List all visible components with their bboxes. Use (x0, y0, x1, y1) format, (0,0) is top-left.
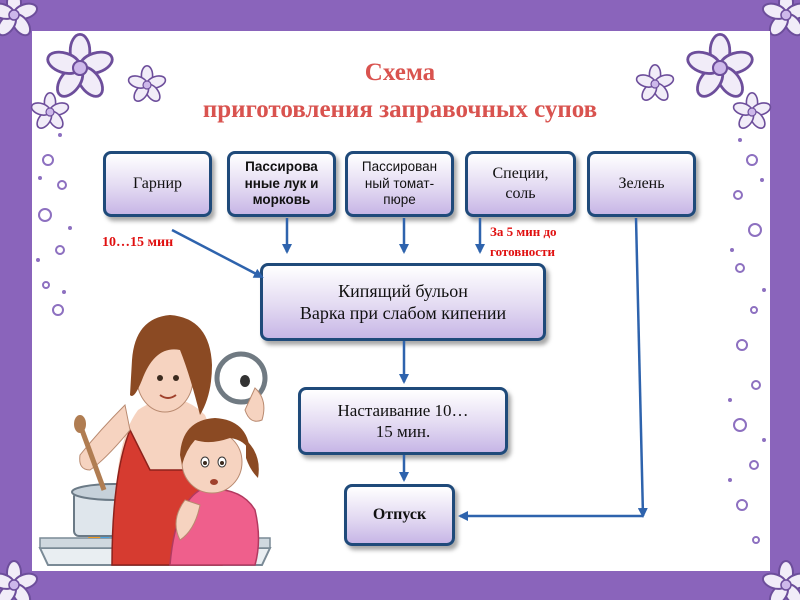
step-box-boiling-broth: Кипящий бульон Варка при слабом кипении (260, 263, 546, 341)
box-text: Варка при слабом кипении (299, 303, 507, 323)
ingredient-box-sauteed-tomato-puree: Пассирован ный томат- пюре (345, 151, 454, 217)
garnish-time-note: 10…15 мин (102, 235, 174, 250)
box-text: Зелень (618, 175, 665, 192)
arrow-garnish-to-broth (171, 228, 264, 279)
step-box-serving: Отпуск (344, 484, 455, 546)
box-text: Пассирова (245, 158, 318, 174)
box-text: нные лук и (244, 175, 319, 191)
box-text: Отпуск (372, 506, 427, 523)
box-text: Настаивание 10… (337, 400, 469, 420)
box-text: морковь (252, 192, 311, 208)
box-text: Кипящий бульон (338, 280, 468, 301)
box-text: Пассирован (361, 158, 438, 174)
box-text: 15 мин. (375, 422, 431, 441)
step-box-infusing: Настаивание 10… 15 мин. (298, 387, 508, 455)
note-line: готовности (490, 244, 555, 260)
box-text: соль (505, 185, 536, 202)
title-line-1: Схема (364, 59, 436, 86)
ingredient-box-sauteed-onion-carrot: Пассирова нные лук и морковь (227, 151, 336, 217)
box-text: Специи, (492, 165, 549, 182)
box-text: ный томат- (364, 175, 435, 191)
swirl-dots (38, 154, 762, 544)
ingredient-box-spices-salt: Специи, соль (465, 151, 576, 217)
ingredient-box-greens: Зелень (587, 151, 696, 217)
box-text: пюре (383, 192, 416, 208)
ingredient-box-garnish: Гарнир (103, 151, 212, 217)
note-line: За 5 мин до (490, 224, 557, 239)
spices-time-note: За 5 мин до готовности (490, 222, 557, 262)
arrow-greens-down (634, 217, 648, 518)
small-dots (36, 133, 766, 482)
box-text: Гарнир (132, 175, 183, 192)
title-line-2: приготовления заправочных супов (202, 96, 598, 123)
